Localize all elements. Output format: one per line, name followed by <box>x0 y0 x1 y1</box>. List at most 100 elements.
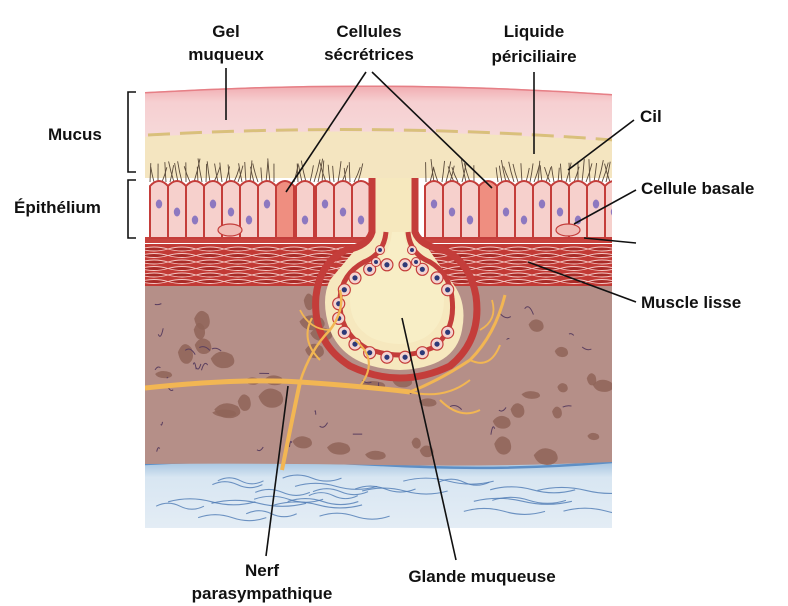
muscle-fibre <box>168 273 196 277</box>
duct-cell-nucleus <box>378 248 382 252</box>
muscle-fibre <box>140 260 168 264</box>
duct-cell-nucleus <box>374 260 378 264</box>
muscle-fibre <box>168 267 196 271</box>
label-nerf-line2: parasympathique <box>192 584 333 603</box>
muscle-fibre <box>560 254 588 258</box>
label-cil-text: Cil <box>640 107 662 126</box>
label-cellules-secretrices-line2: sécrétrices <box>324 45 414 64</box>
muscle-fibre <box>252 267 280 271</box>
cell-nucleus <box>322 200 328 209</box>
gland-cell-nucleus <box>384 355 389 360</box>
muscle-fibre <box>196 267 224 271</box>
muscle-fibre <box>616 254 644 258</box>
cell-nucleus <box>503 208 509 217</box>
bracket-epithelium <box>128 180 136 238</box>
label-glande-muqueuse-text: Glande muqueuse <box>408 567 555 586</box>
muscle-fibre <box>280 280 308 284</box>
ciliated-cell <box>150 181 168 238</box>
muscle-fibre <box>504 247 532 251</box>
muscle-fibre <box>280 273 308 277</box>
muscle-fibre <box>504 267 532 271</box>
gland-cell-nucleus <box>342 287 347 292</box>
label-nerf-line1: Nerf <box>245 561 279 580</box>
muscle-fibre <box>224 254 252 258</box>
muscle-fibre <box>588 273 616 277</box>
cell-nucleus <box>302 216 308 225</box>
ciliated-cell <box>296 181 314 238</box>
ciliated-cell <box>587 181 605 238</box>
muscle-fibre <box>588 280 616 284</box>
cell-nucleus <box>449 208 455 217</box>
muscle-fibre <box>616 247 644 251</box>
muscle-fibre <box>140 280 168 284</box>
label-gel-muqueux-line2: muqueux <box>188 45 264 64</box>
cell-nucleus <box>611 208 617 217</box>
gland-cell-nucleus <box>445 287 450 292</box>
muscle-fibre <box>280 267 308 271</box>
muscle-fibre <box>196 247 224 251</box>
gland-cell-nucleus <box>420 350 425 355</box>
muscle-fibre <box>476 273 504 277</box>
muscle-fibre <box>532 273 560 277</box>
label-mucus: Mucus <box>48 92 136 172</box>
label-liquide-periciliaire-line1: Liquide <box>504 22 564 41</box>
label-epithelium-text: Épithélium <box>14 198 101 217</box>
muscle-fibre <box>504 273 532 277</box>
label-mucus-text: Mucus <box>48 125 102 144</box>
muscle-fibre <box>196 280 224 284</box>
muscle-fibre <box>476 267 504 271</box>
secretory-cell <box>276 181 294 238</box>
cell-nucleus <box>467 216 473 225</box>
muscle-fibre <box>196 273 224 277</box>
cell-nucleus <box>521 216 527 225</box>
cell-nucleus <box>431 200 437 209</box>
ciliated-cell <box>533 181 551 238</box>
gland-cell-nucleus <box>402 355 407 360</box>
bracket-mucus <box>128 92 136 172</box>
muscle-fibre <box>504 260 532 264</box>
muscle-fibre <box>616 273 644 277</box>
muscle-fibre <box>224 267 252 271</box>
gland-cell-nucleus <box>384 262 389 267</box>
muscle-fibre <box>476 254 504 258</box>
muscle-fibre <box>252 280 280 284</box>
muscle-fibre <box>168 254 196 258</box>
cell-nucleus <box>174 208 180 217</box>
muscle-fibre <box>252 254 280 258</box>
muscle-fibre <box>588 254 616 258</box>
ciliated-cell <box>461 181 479 238</box>
muscle-fibre <box>280 247 308 251</box>
muscle-fibre <box>280 254 308 258</box>
gland-cell-nucleus <box>352 275 357 280</box>
muscle-fibre <box>168 260 196 264</box>
deep-connective-layer <box>140 460 620 530</box>
cell-nucleus <box>340 208 346 217</box>
muscle-fibre <box>476 280 504 284</box>
muscle-fibre <box>448 247 476 251</box>
cell-nucleus <box>228 208 234 217</box>
muscle-fibre <box>532 260 560 264</box>
cell-nucleus <box>246 216 252 225</box>
muscle-fibre <box>224 260 252 264</box>
label-muscle-lisse-text: Muscle lisse <box>641 293 741 312</box>
muscle-fibre <box>588 267 616 271</box>
tissue-cross-section <box>140 80 649 530</box>
cell-nucleus <box>264 200 270 209</box>
muscle-fibre <box>168 280 196 284</box>
muscle-fibre <box>140 247 168 251</box>
cell-nucleus <box>593 200 599 209</box>
cell-nucleus <box>210 200 216 209</box>
gland-cell-nucleus <box>434 341 439 346</box>
gland-cell-nucleus <box>402 262 407 267</box>
muscle-fibre <box>560 247 588 251</box>
gland-cell-nucleus <box>342 330 347 335</box>
ciliated-cell <box>605 181 623 238</box>
ciliated-cell <box>240 181 258 238</box>
ciliated-cell <box>258 181 276 238</box>
periciliary-layer <box>140 132 620 178</box>
label-gel-muqueux-line1: Gel <box>212 22 239 41</box>
muscle-fibre <box>588 260 616 264</box>
label-cellule-basale-text: Cellule basale <box>641 179 754 198</box>
muscle-fibre <box>504 280 532 284</box>
